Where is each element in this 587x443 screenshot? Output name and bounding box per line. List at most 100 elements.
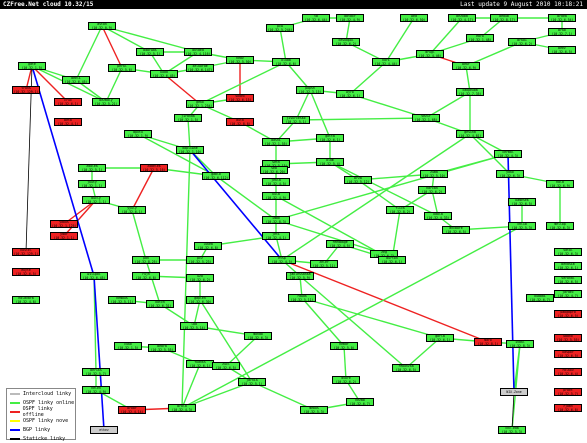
router-node[interactable]: jkuty(10.32.1.1) [78,180,106,188]
router-node[interactable]: zobelek(10.32.5.16) [140,164,168,172]
router-node[interactable]: jiranda(10.32.1.5) [174,114,202,122]
router-node[interactable]: jekla(10.32.4.5) [262,178,290,186]
router-node[interactable]: bdbrwas(10.32.5.1) [136,48,164,56]
router-node[interactable]: beez(10.32.6.5) [548,46,576,54]
router-node[interactable]: vatol(10.32.6.3) [554,248,582,256]
router-node[interactable]: rujh(10.32.6.8) [132,272,160,280]
router-node[interactable]: etsp(10.32.4.5) [268,256,296,264]
router-node[interactable]: brala(10.32.4.3) [168,404,196,412]
router-node[interactable]: yabos(10.32.1.125) [50,220,78,228]
router-node[interactable]: perkl(10.32.5.6) [108,64,136,72]
router-node[interactable]: jardec(10.32.4.7) [554,290,582,298]
router-node[interactable]: rolkov(10.32.6.4) [554,368,582,376]
router-node[interactable]: fkanks(10.32.6.1) [186,360,214,368]
router-node[interactable]: beara(10.32.5.55) [148,344,176,352]
router-node[interactable]: ethez [90,426,118,434]
router-node[interactable]: lukea(10.32.6.8) [194,242,222,250]
router-node[interactable]: seb(10.32.6.20) [260,166,288,174]
router-node[interactable]: beeli(10.32.6.45) [62,76,90,84]
router-node[interactable]: wilipol(10.32.6.45) [80,272,108,280]
router-node[interactable]: oktaed(10.32.4.116) [184,48,212,56]
router-node[interactable]: sodex(10.32.6.15) [226,94,254,102]
router-node[interactable]: kubbai(10.32.6.7) [526,294,554,302]
router-node[interactable]: helen(10.32.4.9) [82,386,110,394]
router-node[interactable]: bucly(10.32.1.1) [82,196,110,204]
router-node[interactable]: kotch(10.32.6.31) [146,300,174,308]
router-node[interactable]: maro(10.32.8.1) [474,338,502,346]
router-node[interactable]: bbtaxr(10.32.4.9) [336,14,364,22]
router-node[interactable]: zelkorde(10.32.6.147) [186,64,214,72]
router-node[interactable]: wed(10.32.6.50) [400,14,428,22]
router-node[interactable]: kamesek(10.32.6.5) [508,198,536,206]
router-node[interactable]: auta(10.32.8.8) [226,118,254,126]
router-node[interactable]: ceskopol(10.32.6.2) [332,38,360,46]
router-node[interactable]: laa(10.32.5.14) [180,322,208,330]
router-node[interactable]: klubb(10.32.6.6) [272,58,300,66]
router-node[interactable]: vezir(10.32.1.68) [412,114,440,122]
router-node[interactable]: ancbore(10.32.6.5) [442,226,470,234]
router-node[interactable]: nemous(10.32.5.11) [108,296,136,304]
router-node[interactable]: brdea(10.32.6.54) [548,14,576,22]
router-node[interactable]: crux(10.32.6.1) [54,98,82,106]
router-node[interactable]: ivakl(10.32.8.3) [506,340,534,348]
router-node[interactable]: flick(10.32.8.2) [386,206,414,214]
router-node[interactable]: olam(10.32.5.4) [316,158,344,166]
router-node[interactable]: gotta(10.32.6.1) [316,134,344,142]
router-node[interactable]: burton(10.32.6.1) [378,256,406,264]
router-node[interactable]: trans(10.32.129.1) [12,86,40,94]
router-node[interactable]: brko(10.32.7.1) [548,28,576,36]
router-node[interactable]: aston(10.32.0.9) [88,22,116,30]
router-node[interactable]: pcw(10.32.5.244) [266,24,294,32]
router-node[interactable]: drugl(10.32.4.46) [416,50,444,58]
router-node[interactable]: jeti(10.32.4.1) [262,232,290,240]
router-node[interactable]: popsh(10.32.3.15) [296,86,324,94]
router-node[interactable]: hold(10.32.6.9) [546,180,574,188]
router-node[interactable]: holavara(10.32.4.8) [12,296,40,304]
router-node[interactable]: zuma(10.32.5.10) [420,170,448,178]
router-node[interactable]: gorla(10.32.6.1) [426,334,454,342]
router-node[interactable]: chlib(10.32.5.3) [508,222,536,230]
router-node[interactable]: brko1(10.32.6.2) [508,38,536,46]
router-node[interactable]: beriks(10.32.5.7) [82,368,110,376]
router-node[interactable]: zucl(10.32.6.5) [212,362,240,370]
router-node[interactable]: kaola(10.32.4.33) [424,212,452,220]
router-node[interactable]: gesina(10.32.4.81) [456,130,484,138]
router-node[interactable]: gate(10.32.1.5) [18,62,46,70]
router-node[interactable]: rjamn(10.32.6.8) [554,404,582,412]
router-node[interactable]: cermal(10.32.4.3) [494,150,522,158]
router-node[interactable]: veronal(10.32.6.5) [554,276,582,284]
router-node[interactable]: zdolek(10.32.5.1) [78,164,106,172]
router-node[interactable]: hostel(10.32.129.1) [12,248,40,256]
router-node[interactable]: gablo(10.32.6.112) [202,172,230,180]
router-node[interactable]: bedub(10.32.8.17) [490,14,518,22]
router-node[interactable]: jiskrcesko(10.32.5.1) [282,116,310,124]
router-node[interactable]: bekr(10.32.6.9) [452,62,480,70]
router-node[interactable]: jaklessanka(10.32.5.9) [286,272,314,280]
router-node[interactable]: jarnik(10.32.5.1) [238,378,266,386]
router-node[interactable]: harcan(10.32.6.2) [418,186,446,194]
router-node[interactable]: pcz(10.32.5.23) [186,256,214,264]
router-node[interactable]: benasim(10.32.6.1) [554,262,582,270]
router-node[interactable]: geko(10.32.1.254) [186,100,214,108]
router-node[interactable]: reedbage(10.32.4.5) [326,240,354,248]
router-node[interactable]: rebonzka(10.32.6.5) [392,364,420,372]
router-node[interactable]: tb(10.32.6.44) [302,14,330,22]
router-node[interactable]: NIX.Zone [500,388,528,396]
router-node[interactable]: brobr(10.32.4.14) [118,406,146,414]
router-node[interactable]: cnc-eda(10.32.5.3) [498,426,526,434]
router-node[interactable]: mellop(10.32.6.3) [546,222,574,230]
router-node[interactable]: rawak(10.32.5.11) [288,294,316,302]
router-node[interactable]: ekyte(10.32.6.5) [12,268,40,276]
router-node[interactable]: nori(10.32.4.44) [372,58,400,66]
router-node[interactable]: yoko(10.32.6.3) [496,170,524,178]
router-node[interactable]: beta(10.32.4.1) [54,118,82,126]
router-node[interactable]: koad(10.32.6.45) [150,70,178,78]
router-node[interactable]: bezoba(10.32.4.17) [448,14,476,22]
router-node[interactable]: kopliwne(10.32.1.10) [176,146,204,154]
router-node[interactable]: nemaf(10.32.5.0) [330,342,358,350]
router-node[interactable]: kaspor(10.32.6.5) [554,350,582,358]
router-node[interactable]: uzo(10.32.6.2) [186,274,214,282]
router-node[interactable]: praet(10.32.5.7) [554,388,582,396]
router-node[interactable]: wyrb(10.32.6.1) [336,90,364,98]
router-node[interactable]: cuko(10.32.1.5) [114,342,142,350]
